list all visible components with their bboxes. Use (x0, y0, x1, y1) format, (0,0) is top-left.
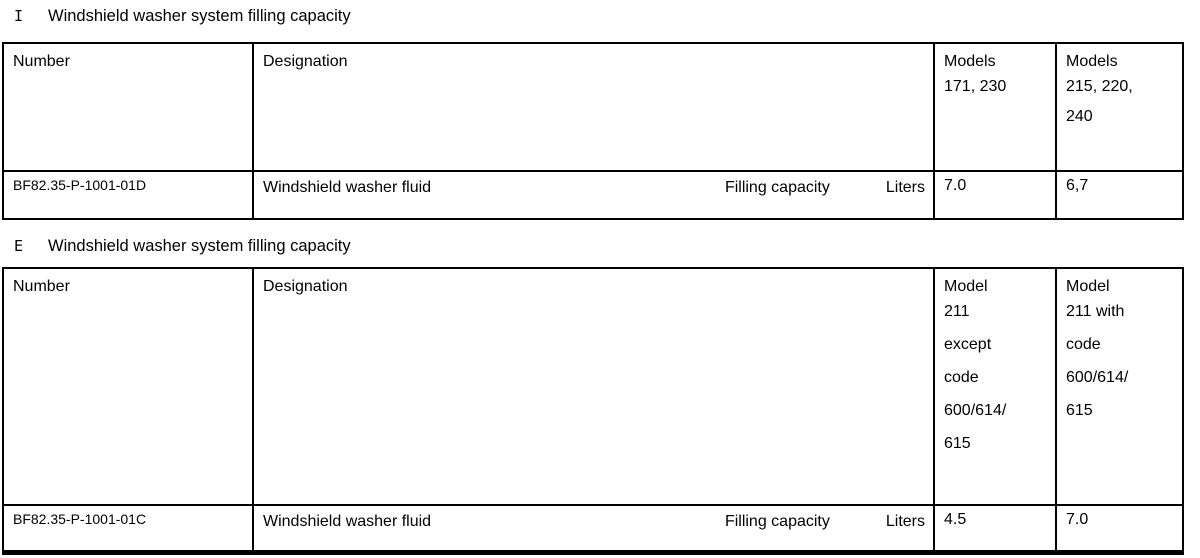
section-2-title: Windshield washer system filling capacit… (48, 237, 351, 255)
filling-capacity-table-1: Number Designation Models 171, 230 Model… (2, 42, 1184, 220)
table-2-value-model-211-with-code: 7.0 (1055, 504, 1184, 553)
header-line: code (1066, 336, 1101, 353)
section-1-heading: I Windshield washer system filling capac… (0, 0, 1200, 27)
header-line: 211 (944, 303, 970, 320)
unit-label: Liters (885, 513, 925, 530)
fluid-name: Windshield washer fluid (263, 179, 432, 196)
table-1-header-designation: Designation (252, 42, 935, 172)
header-line: 600/614/ (944, 402, 1007, 419)
header-line: 240 (1066, 108, 1093, 125)
table-2-value-model-211-except-code: 4.5 (933, 504, 1057, 553)
attribute-label: Filling capacity (724, 179, 830, 196)
header-line: Models (1066, 53, 1118, 70)
section-1-prefix: I (14, 7, 24, 25)
header-line: 615 (1066, 402, 1093, 419)
fluid-name: Windshield washer fluid (263, 513, 432, 530)
table-2-part-number: BF82.35-P-1001-01C (2, 504, 254, 553)
table-2-header-row: Number Designation Model 211 except code… (2, 267, 1184, 506)
header-line: 615 (944, 435, 971, 452)
header-line: except (944, 336, 992, 353)
section-2-prefix: E (14, 237, 24, 255)
unit-label: Liters (885, 179, 925, 196)
section-1-title: Windshield washer system filling capacit… (48, 7, 351, 25)
table-1-header-row: Number Designation Models 171, 230 Model… (2, 42, 1184, 172)
header-line: Models (944, 53, 996, 70)
section-2-heading: E Windshield washer system filling capac… (0, 220, 1200, 257)
table-2-designation-cell: Windshield washer fluid Filling capacity… (252, 504, 935, 553)
designation-content: Windshield washer fluid Filling capacity… (263, 511, 925, 532)
attribute-label: Filling capacity (724, 513, 830, 530)
header-line: 171, 230 (944, 78, 1007, 95)
filling-capacity-table-2: Number Designation Model 211 except code… (2, 267, 1184, 555)
header-line: 600/614/ (1066, 369, 1129, 386)
table-1-data-row: BF82.35-P-1001-01D Windshield washer flu… (2, 170, 1184, 220)
table-2-header-model-211-except-code: Model 211 except code 600/614/ 615 (933, 267, 1057, 506)
table-1-designation-cell: Windshield washer fluid Filling capacity… (252, 170, 935, 220)
table-2-header-model-211-with-code: Model 211 with code 600/614/ 615 (1055, 267, 1184, 506)
header-line: Model (1066, 278, 1110, 295)
table-2-header-number: Number (2, 267, 254, 506)
designation-content: Windshield washer fluid Filling capacity… (263, 177, 925, 198)
table-1-value-models-215-220-240: 6,7 (1055, 170, 1184, 220)
table-2-data-row: BF82.35-P-1001-01C Windshield washer flu… (2, 504, 1184, 553)
header-line: Model (944, 278, 988, 295)
table-2-header-designation: Designation (252, 267, 935, 506)
table-1-part-number: BF82.35-P-1001-01D (2, 170, 254, 220)
table-1-header-models-215-220-240: Models 215, 220, 240 (1055, 42, 1184, 172)
header-line: code (944, 369, 979, 386)
header-line: 211 with (1066, 303, 1125, 320)
table-1-header-number: Number (2, 42, 254, 172)
table-1-header-models-171-230: Models 171, 230 (933, 42, 1057, 172)
table-1-value-models-171-230: 7.0 (933, 170, 1057, 220)
header-line: 215, 220, (1066, 78, 1133, 95)
